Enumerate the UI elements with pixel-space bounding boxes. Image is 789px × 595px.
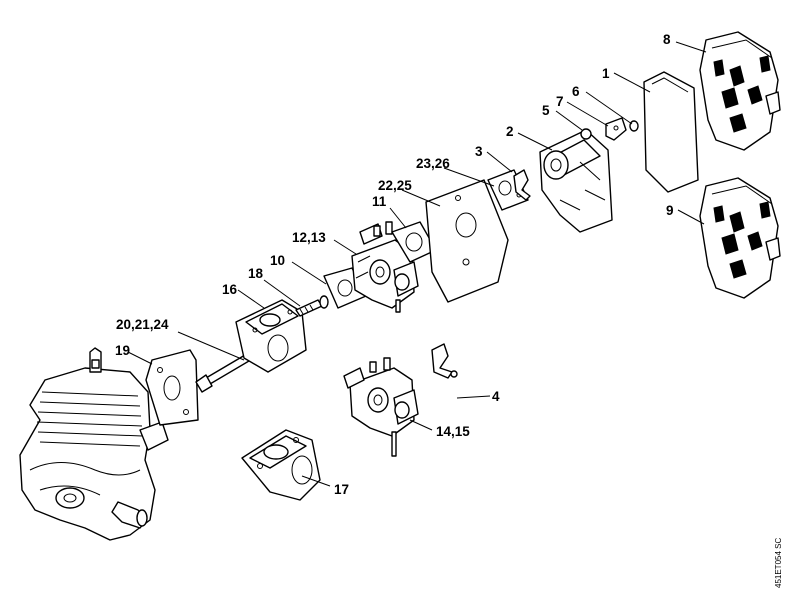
callout-10: 10 bbox=[270, 253, 285, 268]
part-1-filter bbox=[643, 71, 699, 193]
callout-5: 5 bbox=[542, 103, 550, 118]
callout-19: 19 bbox=[115, 343, 130, 358]
part-4-clip bbox=[431, 343, 458, 379]
part-5-nut bbox=[580, 128, 592, 140]
callout-14-15: 14,15 bbox=[436, 424, 470, 439]
part-22-25-plate bbox=[425, 179, 509, 303]
callout-16: 16 bbox=[222, 282, 238, 297]
leader-lines bbox=[127, 41, 707, 487]
callout-11: 11 bbox=[372, 194, 387, 209]
part-2-filter-base bbox=[539, 129, 613, 233]
part-14-15-carburetor bbox=[343, 357, 419, 457]
part-9-cover bbox=[699, 177, 781, 299]
callout-7: 7 bbox=[556, 94, 564, 109]
callout-1: 1 bbox=[602, 66, 610, 81]
part-3-clip bbox=[513, 169, 531, 201]
part-17-manifold bbox=[241, 429, 321, 501]
callout-23-26: 23,26 bbox=[416, 156, 450, 171]
part-18-screw bbox=[295, 295, 329, 317]
callout-9: 9 bbox=[666, 203, 674, 218]
callout-3: 3 bbox=[475, 144, 483, 159]
callout-labels: 1 2 3 4 5 6 7 8 9 10 11 12,13 14,15 16 1… bbox=[115, 32, 674, 497]
callout-18: 18 bbox=[248, 266, 264, 281]
part-7-bracket bbox=[605, 117, 627, 141]
callout-6: 6 bbox=[572, 84, 580, 99]
callout-20-21-24: 20,21,24 bbox=[116, 317, 169, 332]
engine-block bbox=[19, 347, 169, 541]
callout-12-13: 12,13 bbox=[292, 230, 326, 245]
part-16-manifold bbox=[235, 299, 307, 373]
part-6-washer bbox=[629, 120, 639, 132]
callout-4: 4 bbox=[492, 389, 500, 404]
part-19-gasket bbox=[145, 349, 199, 426]
callout-8: 8 bbox=[663, 32, 671, 47]
callout-22-25: 22,25 bbox=[378, 178, 412, 193]
part-8-cover bbox=[699, 31, 781, 151]
callout-17: 17 bbox=[334, 482, 349, 497]
drawing-reference-code: 451ET054 SC bbox=[774, 538, 783, 588]
callout-2: 2 bbox=[506, 124, 514, 139]
